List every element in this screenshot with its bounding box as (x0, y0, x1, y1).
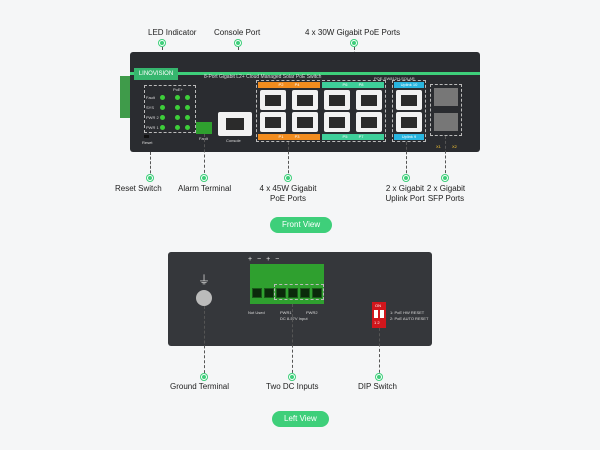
callout-45w-poe: 4 x 45W Gigabit PoE Ports (259, 184, 317, 203)
led-group-label: PoE+ (173, 87, 183, 92)
sfp-port[interactable] (434, 88, 458, 106)
poe-port[interactable] (292, 90, 318, 110)
switch-left-panel: ⏚ + − + − Not Used PWR1 PWR2 DC 8-57V In… (168, 252, 432, 346)
callout-dot (201, 374, 207, 380)
poe-port[interactable] (324, 90, 350, 110)
input-label: DC 8-57V Input (280, 316, 308, 321)
poe-port[interactable] (260, 112, 286, 132)
poe-port[interactable] (292, 112, 318, 132)
callout-dot (403, 175, 409, 181)
console-port[interactable] (218, 112, 252, 136)
device-title: 8-Port Gigabit L2+ Cloud Managed Solar P… (204, 74, 322, 80)
callout-alarm-terminal: Alarm Terminal (178, 184, 232, 193)
callout-reset-switch: Reset Switch (115, 184, 162, 193)
callout-dot (147, 175, 153, 181)
ground-icon: ⏚ (197, 273, 210, 287)
front-view-button[interactable]: Front View (270, 217, 333, 233)
reset-label: Reset (142, 140, 153, 145)
poe-port[interactable] (356, 112, 382, 132)
callout-dc-inputs: Two DC Inputs (266, 382, 319, 391)
fault-label: Fault (199, 136, 208, 141)
terminal-label: Not Used (248, 310, 265, 315)
led-panel: PoE+ Fault SYS PWR 2 PWR 1 (144, 85, 196, 133)
callout-dot (201, 175, 207, 181)
terminal-label: PWR1 (280, 310, 292, 315)
terminal-label: PWR2 (306, 310, 318, 315)
callout-dot (351, 40, 357, 46)
callout-uplink: 2 x Gigabit Uplink Port (385, 184, 425, 203)
callout-dot (289, 374, 295, 380)
alarm-terminal (196, 122, 212, 134)
sfp-label: X2 (452, 144, 457, 149)
callout-ground-terminal: Ground Terminal (170, 382, 229, 391)
sfp-ports (430, 84, 462, 136)
dip-switch[interactable]: ON 1 2 (372, 302, 386, 328)
callout-led-indicator: LED Indicator (148, 28, 197, 37)
led-label: PWR 2 (146, 115, 159, 120)
callout-dot (159, 40, 165, 46)
callout-sfp: 2 x Gigabit SFP Ports (426, 184, 466, 203)
uplink-port[interactable] (396, 112, 422, 132)
uplink-label: Uplink 10 (394, 82, 424, 88)
callout-console-port: Console Port (214, 28, 261, 37)
callout-30w-poe: 4 x 30W Gigabit PoE Ports (305, 28, 401, 37)
dip-legend: 1: PoE HW RESET (390, 310, 425, 315)
dip-legend: 2: PoE AUTO RESET (390, 316, 429, 321)
sfp-port[interactable] (434, 113, 458, 131)
led-label: Fault (146, 95, 155, 100)
poe-port[interactable] (260, 90, 286, 110)
poe-port[interactable] (324, 112, 350, 132)
console-label: Console (226, 138, 241, 143)
callout-dot (376, 374, 382, 380)
uplink-port[interactable] (396, 90, 422, 110)
left-view-button[interactable]: Left View (272, 411, 329, 427)
brand-logo: LINOVISION (134, 68, 178, 80)
reset-button[interactable] (144, 135, 149, 138)
uplink-label: Uplink 9 (394, 134, 424, 140)
switch-front-panel: LINOVISION 8-Port Gigabit L2+ Cloud Mana… (130, 52, 480, 152)
din-rail-clip (120, 76, 132, 118)
sfp-label: X1 (436, 144, 441, 149)
ground-screw (196, 290, 212, 306)
model-number: POE-SW812H-SOLAR (374, 76, 415, 81)
callout-dot (442, 175, 448, 181)
callout-dip-switch: DIP Switch (358, 382, 397, 391)
led-label: SYS (146, 105, 155, 110)
poe-port[interactable] (356, 90, 382, 110)
led-label: PWR 1 (146, 125, 159, 130)
callout-dot (235, 40, 241, 46)
callout-dot (285, 175, 291, 181)
dc-terminal-block (250, 264, 324, 304)
